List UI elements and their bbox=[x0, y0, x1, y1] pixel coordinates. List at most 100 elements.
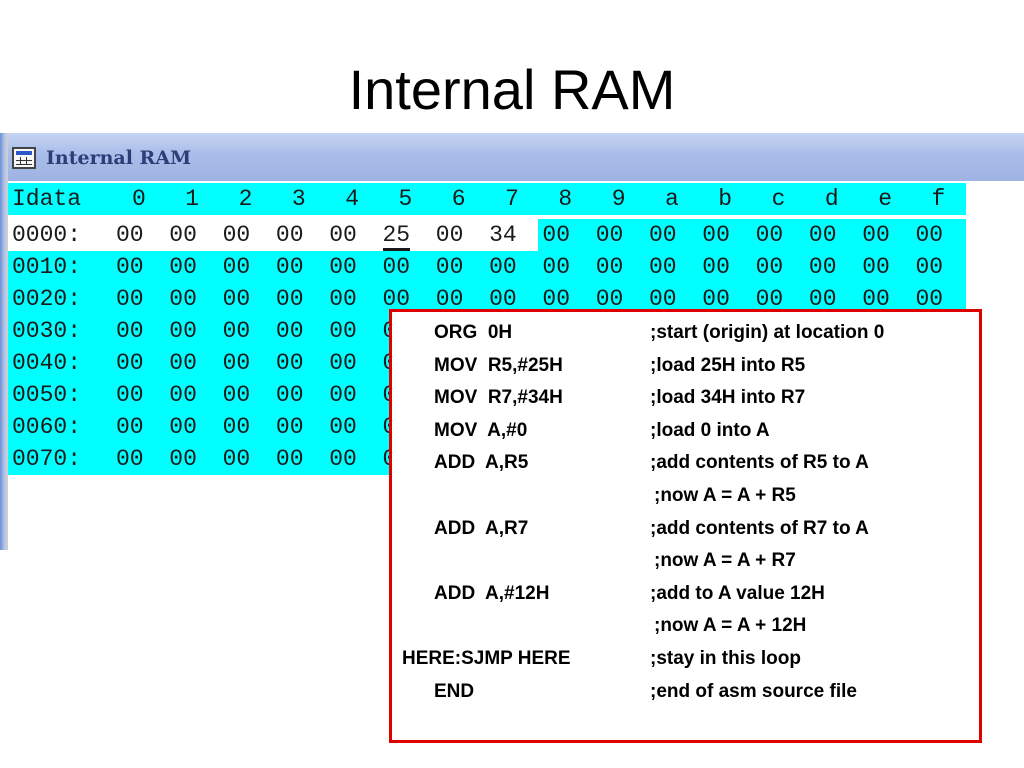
column-header: b bbox=[718, 186, 733, 212]
memory-byte[interactable]: 00 bbox=[435, 286, 464, 312]
memory-byte[interactable]: 00 bbox=[489, 286, 517, 312]
memory-byte[interactable]: 00 bbox=[542, 254, 570, 280]
memory-byte[interactable]: 00 bbox=[169, 446, 197, 472]
memory-byte[interactable]: 00 bbox=[222, 382, 251, 408]
memory-byte[interactable]: 00 bbox=[435, 254, 464, 280]
window-border bbox=[0, 133, 8, 550]
memory-byte[interactable]: 25 bbox=[382, 222, 411, 251]
memory-byte[interactable]: 00 bbox=[329, 350, 357, 376]
memory-byte[interactable]: 00 bbox=[275, 350, 304, 376]
memory-byte[interactable]: 00 bbox=[222, 446, 251, 472]
memory-byte[interactable]: 00 bbox=[275, 286, 304, 312]
code-comment: ;now A = A + 12H bbox=[654, 615, 807, 637]
memory-byte[interactable]: 00 bbox=[275, 414, 304, 440]
memory-byte[interactable]: 00 bbox=[862, 286, 890, 312]
column-header: a bbox=[665, 186, 679, 212]
memory-byte[interactable]: 00 bbox=[595, 222, 624, 248]
memory-byte[interactable]: 00 bbox=[222, 254, 251, 280]
memory-byte[interactable]: 00 bbox=[915, 222, 944, 248]
code-instruction: MOV R5,#25H bbox=[434, 354, 563, 376]
column-header: 6 bbox=[451, 186, 466, 212]
memory-byte[interactable]: 00 bbox=[862, 222, 890, 248]
memory-byte[interactable]: 00 bbox=[222, 350, 251, 376]
memory-byte[interactable]: 00 bbox=[435, 222, 464, 248]
memory-byte[interactable]: 00 bbox=[222, 318, 251, 344]
memory-byte[interactable]: 00 bbox=[382, 254, 411, 280]
memory-byte[interactable]: 00 bbox=[275, 446, 304, 472]
memory-byte[interactable]: 00 bbox=[329, 446, 357, 472]
memory-byte[interactable]: 00 bbox=[808, 222, 837, 248]
memory-byte[interactable]: 00 bbox=[382, 286, 411, 312]
memory-byte[interactable]: 00 bbox=[275, 318, 304, 344]
memory-byte[interactable]: 00 bbox=[275, 254, 304, 280]
memory-byte[interactable]: 00 bbox=[915, 286, 944, 312]
window-titlebar[interactable]: Internal RAM bbox=[0, 133, 1024, 181]
memory-byte[interactable]: 00 bbox=[169, 318, 197, 344]
memory-byte[interactable]: 00 bbox=[329, 254, 357, 280]
window-title: Internal RAM bbox=[46, 147, 192, 169]
memory-byte[interactable]: 00 bbox=[169, 254, 197, 280]
memory-byte[interactable]: 00 bbox=[649, 286, 677, 312]
memory-byte[interactable]: 00 bbox=[595, 254, 624, 280]
memory-address: 0000: bbox=[12, 222, 82, 248]
memory-byte[interactable]: 00 bbox=[862, 254, 890, 280]
memory-byte[interactable]: 00 bbox=[222, 286, 251, 312]
memory-byte[interactable]: 00 bbox=[329, 414, 357, 440]
header-highlight bbox=[8, 183, 966, 215]
memory-byte[interactable]: 00 bbox=[755, 254, 784, 280]
memory-byte[interactable]: 00 bbox=[649, 254, 677, 280]
memory-byte[interactable]: 00 bbox=[329, 286, 357, 312]
memory-byte[interactable]: 00 bbox=[116, 286, 144, 312]
memory-byte[interactable]: 00 bbox=[489, 254, 517, 280]
column-header: d bbox=[824, 186, 839, 212]
memory-byte[interactable]: 00 bbox=[169, 382, 197, 408]
code-instruction: ADD A,R7 bbox=[434, 517, 529, 539]
memory-byte[interactable]: 00 bbox=[542, 286, 570, 312]
memory-address: 0060: bbox=[12, 414, 82, 440]
memory-byte[interactable]: 00 bbox=[649, 222, 677, 248]
memory-byte[interactable]: 00 bbox=[755, 286, 784, 312]
memory-address: 0020: bbox=[12, 286, 82, 312]
code-instruction: ADD A,#12H bbox=[434, 582, 550, 604]
code-comment: ;now A = A + R5 bbox=[654, 485, 796, 506]
memory-byte[interactable]: 00 bbox=[275, 382, 304, 408]
column-header: 3 bbox=[291, 186, 306, 212]
code-instruction: ORG 0H bbox=[434, 322, 513, 343]
memory-byte[interactable]: 00 bbox=[329, 318, 357, 344]
column-header: 8 bbox=[558, 186, 573, 212]
memory-byte[interactable]: 00 bbox=[116, 414, 144, 440]
column-header: f bbox=[931, 186, 946, 212]
memory-byte[interactable]: 34 bbox=[489, 222, 517, 248]
memory-byte[interactable]: 00 bbox=[116, 222, 144, 248]
memory-address: 0040: bbox=[12, 350, 82, 376]
memory-byte[interactable]: 00 bbox=[169, 286, 197, 312]
memory-byte[interactable]: 00 bbox=[755, 222, 784, 248]
memory-byte[interactable]: 00 bbox=[595, 286, 624, 312]
memory-address: 0010: bbox=[12, 254, 82, 280]
memory-byte[interactable]: 00 bbox=[329, 222, 357, 248]
memory-byte[interactable]: 00 bbox=[702, 254, 730, 280]
column-header: 7 bbox=[505, 186, 519, 212]
code-comment: ;add contents of R5 to A bbox=[650, 452, 869, 474]
memory-byte[interactable]: 00 bbox=[702, 286, 730, 312]
code-instruction: MOV R7,#34H bbox=[434, 387, 563, 409]
memory-byte[interactable]: 00 bbox=[915, 254, 944, 280]
memory-byte[interactable]: 00 bbox=[275, 222, 304, 248]
row-highlight bbox=[8, 251, 966, 283]
memory-byte[interactable]: 00 bbox=[116, 382, 144, 408]
memory-byte[interactable]: 00 bbox=[116, 318, 144, 344]
memory-byte[interactable]: 00 bbox=[116, 350, 144, 376]
memory-byte[interactable]: 00 bbox=[542, 222, 570, 248]
memory-byte[interactable]: 00 bbox=[169, 414, 197, 440]
memory-byte[interactable]: 00 bbox=[808, 254, 837, 280]
column-header: 2 bbox=[238, 186, 253, 212]
memory-byte[interactable]: 00 bbox=[808, 286, 837, 312]
memory-byte[interactable]: 00 bbox=[702, 222, 730, 248]
memory-byte[interactable]: 00 bbox=[222, 414, 251, 440]
memory-byte[interactable]: 00 bbox=[169, 350, 197, 376]
memory-byte[interactable]: 00 bbox=[116, 446, 144, 472]
memory-byte[interactable]: 00 bbox=[222, 222, 251, 248]
memory-byte[interactable]: 00 bbox=[329, 382, 357, 408]
memory-byte[interactable]: 00 bbox=[169, 222, 197, 248]
memory-byte[interactable]: 00 bbox=[116, 254, 144, 280]
